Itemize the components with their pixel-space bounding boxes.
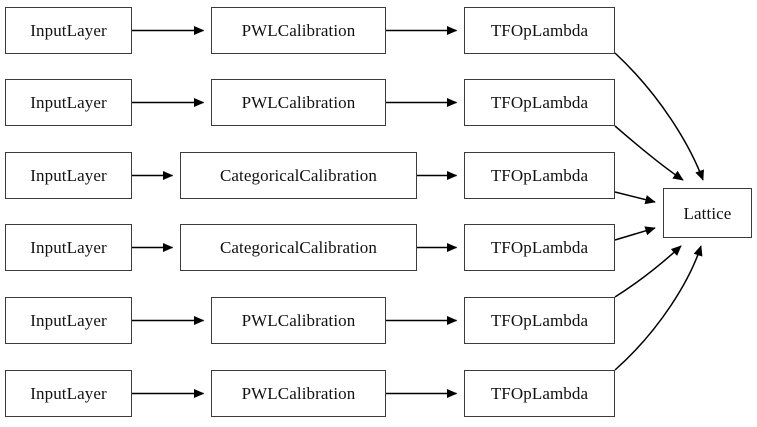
graph-node-lattice[interactable]: Lattice (663, 188, 752, 238)
graph-node-label: InputLayer (30, 166, 107, 185)
graph-node-label: TFOpLambda (490, 384, 589, 403)
graph-node-label: InputLayer (30, 93, 107, 112)
graph-node-calib-4[interactable]: CategoricalCalibration (180, 224, 417, 271)
graph-node-lambda-3[interactable]: TFOpLambda (464, 152, 615, 199)
graph-node-label: PWLCalibration (241, 21, 356, 40)
graph-node-label: InputLayer (30, 238, 107, 257)
graph-node-label: InputLayer (30, 384, 107, 403)
edge-lambda-4-to-lattice (614, 226, 656, 241)
graph-node-input-4[interactable]: InputLayer (5, 224, 132, 271)
graph-node-label: TFOpLambda (490, 166, 589, 185)
graph-node-input-6[interactable]: InputLayer (5, 370, 132, 417)
graph-node-lambda-2[interactable]: TFOpLambda (464, 79, 615, 126)
edge-lambda-2-to-lattice (614, 125, 684, 181)
graph-node-label: PWLCalibration (241, 311, 356, 330)
graph-node-lambda-6[interactable]: TFOpLambda (464, 370, 615, 417)
graph-node-label: PWLCalibration (241, 93, 356, 112)
graph-node-input-5[interactable]: InputLayer (5, 297, 132, 344)
graph-node-lambda-1[interactable]: TFOpLambda (464, 7, 615, 54)
graph-node-calib-5[interactable]: PWLCalibration (211, 297, 386, 344)
graph-node-lambda-5[interactable]: TFOpLambda (464, 297, 615, 344)
graph-node-input-3[interactable]: InputLayer (5, 152, 132, 199)
graph-node-label: PWLCalibration (241, 384, 356, 403)
graph-node-label: CategoricalCalibration (219, 238, 378, 257)
edge-lambda-1-to-lattice (614, 52, 704, 181)
graph-node-label: CategoricalCalibration (219, 166, 378, 185)
graph-node-calib-3[interactable]: CategoricalCalibration (180, 152, 417, 199)
edge-lambda-5-to-lattice (614, 245, 682, 298)
graph-node-calib-2[interactable]: PWLCalibration (211, 79, 386, 126)
edge-lambda-6-to-lattice (614, 245, 703, 371)
graph-node-calib-6[interactable]: PWLCalibration (211, 370, 386, 417)
graph-node-input-2[interactable]: InputLayer (5, 79, 132, 126)
graph-node-label: InputLayer (30, 21, 107, 40)
edge-lambda-3-to-lattice (614, 191, 656, 205)
graph-node-label: TFOpLambda (490, 21, 589, 40)
graph-node-input-1[interactable]: InputLayer (5, 7, 132, 54)
graph-node-label: TFOpLambda (490, 93, 589, 112)
graph-node-label: InputLayer (30, 311, 107, 330)
graph-node-label: TFOpLambda (490, 311, 589, 330)
graph-node-lambda-4[interactable]: TFOpLambda (464, 224, 615, 271)
graph-node-label: TFOpLambda (490, 238, 589, 257)
graph-node-calib-1[interactable]: PWLCalibration (211, 7, 386, 54)
graph-node-label: Lattice (683, 203, 732, 223)
